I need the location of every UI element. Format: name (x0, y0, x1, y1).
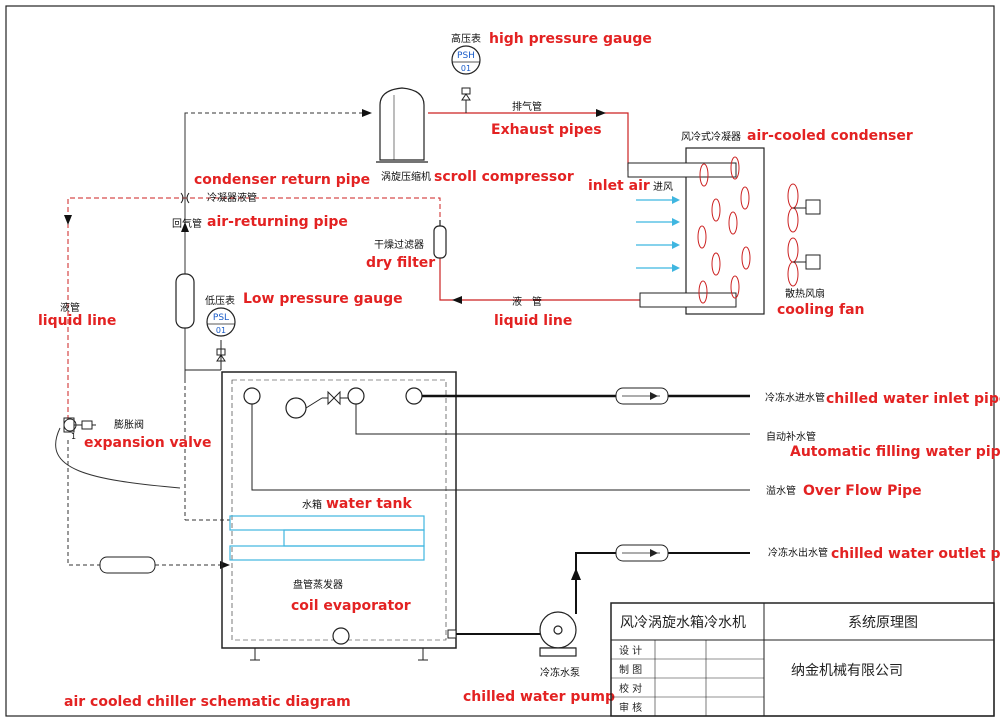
overflow-cn: 溢水管 (766, 484, 796, 497)
arrow-liquid-left (64, 215, 72, 225)
expansion-outlet-line (67, 440, 230, 566)
tank-nozzles (243, 387, 423, 645)
air-cooled-condenser (627, 147, 765, 315)
compressor-label: scroll compressor (434, 169, 574, 185)
liquid-line-mid (439, 258, 686, 301)
inlet-air-cn: 进风 (653, 181, 673, 193)
low-pressure-cn: 低压表 (205, 294, 235, 307)
inline-pipe-section (99, 556, 156, 574)
dry-filter-cn: 干燥过滤器 (374, 238, 424, 251)
arrow-air-return (181, 222, 189, 232)
liquid-line-cn-left: 液管 (60, 301, 80, 314)
suction-line (184, 112, 372, 380)
pump-label: chilled water pump (463, 689, 615, 705)
exhaust-cn: 排气管 (512, 100, 542, 113)
title-block (610, 602, 995, 717)
title-row-check: 校 对 (619, 682, 642, 695)
capillary-tube (55, 427, 181, 489)
inlet-air-arrows (636, 199, 678, 269)
auto-fill-pipe (355, 404, 750, 435)
compressor-cn: 涡旋压缩机 (381, 170, 431, 183)
fan-label: cooling fan (777, 302, 865, 318)
dry-filter-label: dry filter (366, 255, 435, 271)
chilled-out-label: chilled water outlet pip (831, 546, 1000, 562)
condenser-cn: 风冷式冷凝器 (681, 130, 741, 143)
accumulator (175, 273, 195, 329)
exhaust-label: Exhaust pipes (491, 122, 602, 138)
air-return-label: air-returning pipe (207, 214, 348, 230)
tank-cn: 水箱 (302, 498, 322, 511)
arrow-exhaust (596, 109, 606, 117)
overflow-pipe (251, 404, 750, 491)
liquid-line-cn-mid: 液 管 (512, 295, 542, 308)
expansion-cn: 膨胀阀 (114, 418, 144, 431)
low-pressure-gauge (206, 307, 236, 362)
chilled-in-cn: 冷冻水进水管 (765, 391, 825, 404)
condenser-return-line (67, 197, 441, 420)
high-pressure-gauge-cn: 高压表 (451, 32, 481, 45)
pipe-crossing-mark (180, 192, 190, 204)
psl-number: 01 (216, 326, 226, 335)
fill-valve (305, 390, 348, 409)
liquid-line-label-mid: liquid line (494, 313, 572, 329)
valve-number: 1 (71, 432, 76, 441)
arrow-liquid-mid (452, 296, 462, 304)
expansion-label: expansion valve (84, 435, 212, 451)
title-product: 风冷涡旋水箱冷水机 (620, 615, 746, 631)
tank-label: water tank (326, 496, 412, 512)
psh-label: PSH (457, 51, 475, 61)
liquid-line-label-left: liquid line (38, 313, 116, 329)
title-row-review: 审 核 (619, 701, 642, 714)
condenser-liquid-cn: 冷凝器液管 (207, 191, 257, 204)
fan-cn: 散热风扇 (785, 287, 825, 300)
arrow-suction (362, 109, 372, 117)
coil-cn: 盘管蒸发器 (293, 578, 343, 591)
overflow-label: Over Flow Pipe (803, 483, 922, 499)
condenser-return-label: condenser return pipe (194, 172, 370, 188)
expansion-valve (63, 417, 96, 433)
drawing-border (5, 5, 995, 717)
auto-fill-label: Automatic filling water pipe (790, 444, 1000, 460)
title-company: 纳金机械有限公司 (791, 663, 903, 679)
dry-filter (433, 220, 447, 259)
scroll-compressor (376, 87, 428, 163)
air-return-cn: 回气管 (172, 217, 202, 230)
high-pressure-gauge (451, 45, 481, 101)
high-pressure-gauge-label: high pressure gauge (489, 31, 652, 47)
chilled-out-cn: 冷冻水出水管 (768, 546, 828, 559)
coil-evaporator (229, 515, 425, 561)
title-drawing: 系统原理图 (848, 615, 918, 631)
chilled-water-pump (539, 611, 577, 657)
chilled-in-label: chilled water inlet pipe (826, 391, 1000, 407)
auto-fill-cn: 自动补水管 (766, 430, 816, 443)
condenser-label: air-cooled condenser (747, 128, 913, 144)
coil-label: coil evaporator (291, 598, 411, 614)
low-pressure-label: Low pressure gauge (243, 291, 403, 307)
pump-piping (456, 552, 750, 635)
psl-label: PSL (213, 313, 229, 323)
cooling-fan-icon (787, 183, 821, 287)
diagram-title: air cooled chiller schematic diagram (64, 694, 351, 710)
pump-cn: 冷冻水泵 (540, 666, 580, 679)
title-row-design: 设 计 (619, 644, 642, 657)
title-row-draw: 制 图 (619, 663, 642, 676)
inlet-air-label: inlet air (588, 178, 650, 194)
psh-number: 01 (461, 64, 471, 73)
